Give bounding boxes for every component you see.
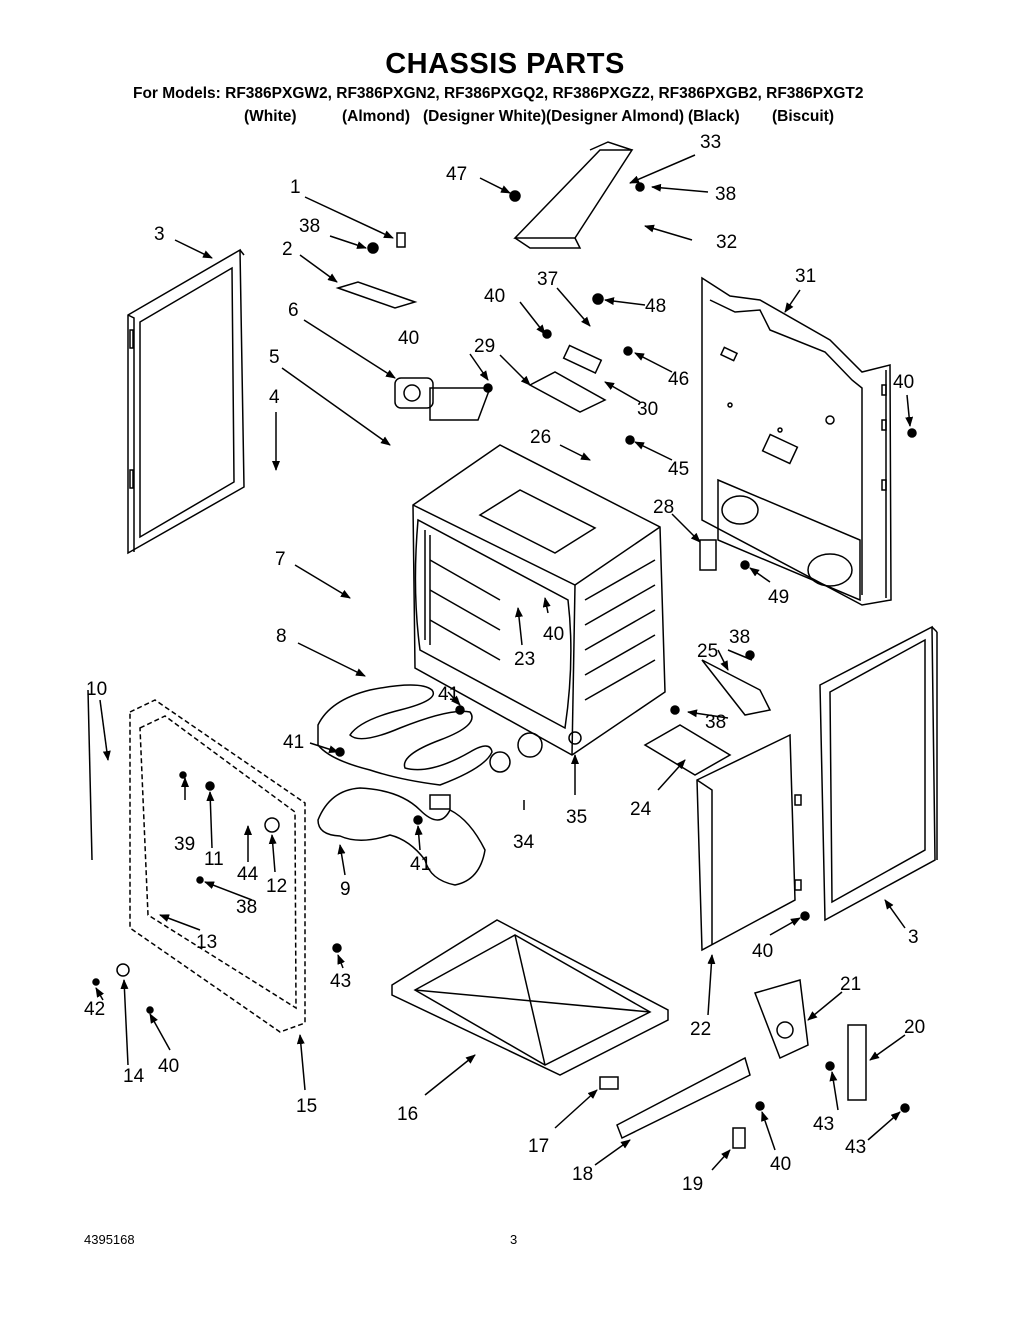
label-15: 15	[296, 1096, 317, 1117]
left-side-panel	[127, 248, 245, 555]
label-3-right: 3	[908, 927, 919, 948]
label-40-e: 40	[752, 941, 773, 962]
label-10: 10	[86, 679, 107, 700]
label-38-bracket-25: 38	[729, 627, 750, 648]
fasteners	[87, 182, 917, 1149]
label-26: 26	[530, 427, 551, 448]
label-5: 5	[269, 347, 280, 368]
label-40-d: 40	[543, 624, 564, 645]
label-4: 4	[269, 387, 280, 408]
label-40-b: 40	[398, 328, 419, 349]
part-labels: 1 2 3 3 4 5 6 7 8 9 10 11 12 13 14 15 16…	[84, 132, 925, 1195]
label-44: 44	[237, 864, 259, 885]
oven-cavity	[412, 444, 666, 756]
label-41-b: 41	[283, 732, 304, 753]
label-11: 11	[204, 849, 224, 870]
model-color-almond: (Almond)	[342, 108, 411, 125]
label-40-c: 40	[893, 372, 914, 393]
label-9: 9	[340, 879, 351, 900]
model-color-white: (White)	[244, 108, 297, 125]
label-25: 25	[697, 641, 718, 662]
label-18: 18	[572, 1164, 593, 1185]
label-43-a: 43	[330, 971, 351, 992]
label-8: 8	[276, 626, 287, 647]
label-12: 12	[266, 876, 287, 897]
label-30: 30	[637, 399, 658, 420]
label-37: 37	[537, 269, 558, 290]
label-22: 22	[690, 1019, 711, 1040]
label-23: 23	[514, 649, 535, 670]
bracket-2	[335, 281, 418, 309]
label-41-a: 41	[438, 684, 459, 705]
label-7: 7	[275, 549, 286, 570]
doc-number: 4395168	[84, 1232, 135, 1247]
label-19: 19	[682, 1174, 703, 1195]
broil-element	[317, 684, 493, 786]
model-color-biscuit: (Biscuit)	[772, 108, 834, 125]
label-13: 13	[196, 932, 217, 953]
model-color-black: (Black)	[688, 108, 740, 125]
label-16: 16	[397, 1104, 418, 1125]
label-39: 39	[174, 834, 195, 855]
label-47: 47	[446, 164, 467, 185]
label-45: 45	[668, 459, 689, 480]
label-17: 17	[528, 1136, 549, 1157]
label-40-g: 40	[770, 1154, 791, 1175]
bottom-tray	[391, 919, 669, 1076]
label-14: 14	[123, 1066, 145, 1087]
label-1: 1	[290, 177, 301, 198]
label-48: 48	[645, 296, 666, 317]
label-46: 46	[668, 369, 689, 390]
label-20: 20	[904, 1017, 925, 1038]
label-3-left: 3	[154, 224, 165, 245]
label-41-c: 41	[410, 854, 431, 875]
page-number: 3	[510, 1232, 518, 1247]
right-side-panel	[819, 625, 938, 922]
label-49: 49	[768, 587, 789, 608]
label-33: 33	[700, 132, 721, 153]
label-29: 29	[474, 336, 495, 357]
label-2: 2	[282, 239, 293, 260]
label-38-bracket-24: 38	[705, 712, 726, 733]
label-34: 34	[513, 832, 535, 853]
label-40-a: 40	[484, 286, 505, 307]
label-21: 21	[840, 974, 861, 995]
label-43-b: 43	[813, 1114, 834, 1135]
label-31: 31	[795, 266, 816, 287]
front-frame	[129, 699, 306, 1033]
label-38-top-right: 38	[715, 184, 736, 205]
model-color-designer-white: (Designer White)	[423, 108, 547, 125]
models-line: For Models: RF386PXGW2, RF386PXGN2, RF38…	[133, 85, 864, 102]
lower-brackets	[616, 539, 867, 1140]
model-color-designer-almond: (Designer Almond)	[546, 108, 685, 125]
rear-panel	[701, 276, 892, 606]
bake-element	[317, 787, 486, 886]
label-38-front: 38	[236, 897, 257, 918]
label-43-c: 43	[845, 1137, 866, 1158]
control-component-6	[394, 377, 492, 421]
label-32: 32	[716, 232, 737, 253]
label-28: 28	[653, 497, 674, 518]
toe-kick-panel	[696, 733, 802, 952]
label-40-f: 40	[158, 1056, 179, 1077]
label-42: 42	[84, 999, 105, 1020]
bracket-29-30	[528, 344, 607, 413]
label-6: 6	[288, 300, 299, 321]
label-24: 24	[630, 799, 652, 820]
leader-lines	[95, 154, 914, 1171]
bracket-33	[513, 141, 634, 249]
label-35: 35	[566, 807, 587, 828]
page-title: CHASSIS PARTS	[385, 48, 625, 80]
label-38-top-left: 38	[299, 216, 320, 237]
